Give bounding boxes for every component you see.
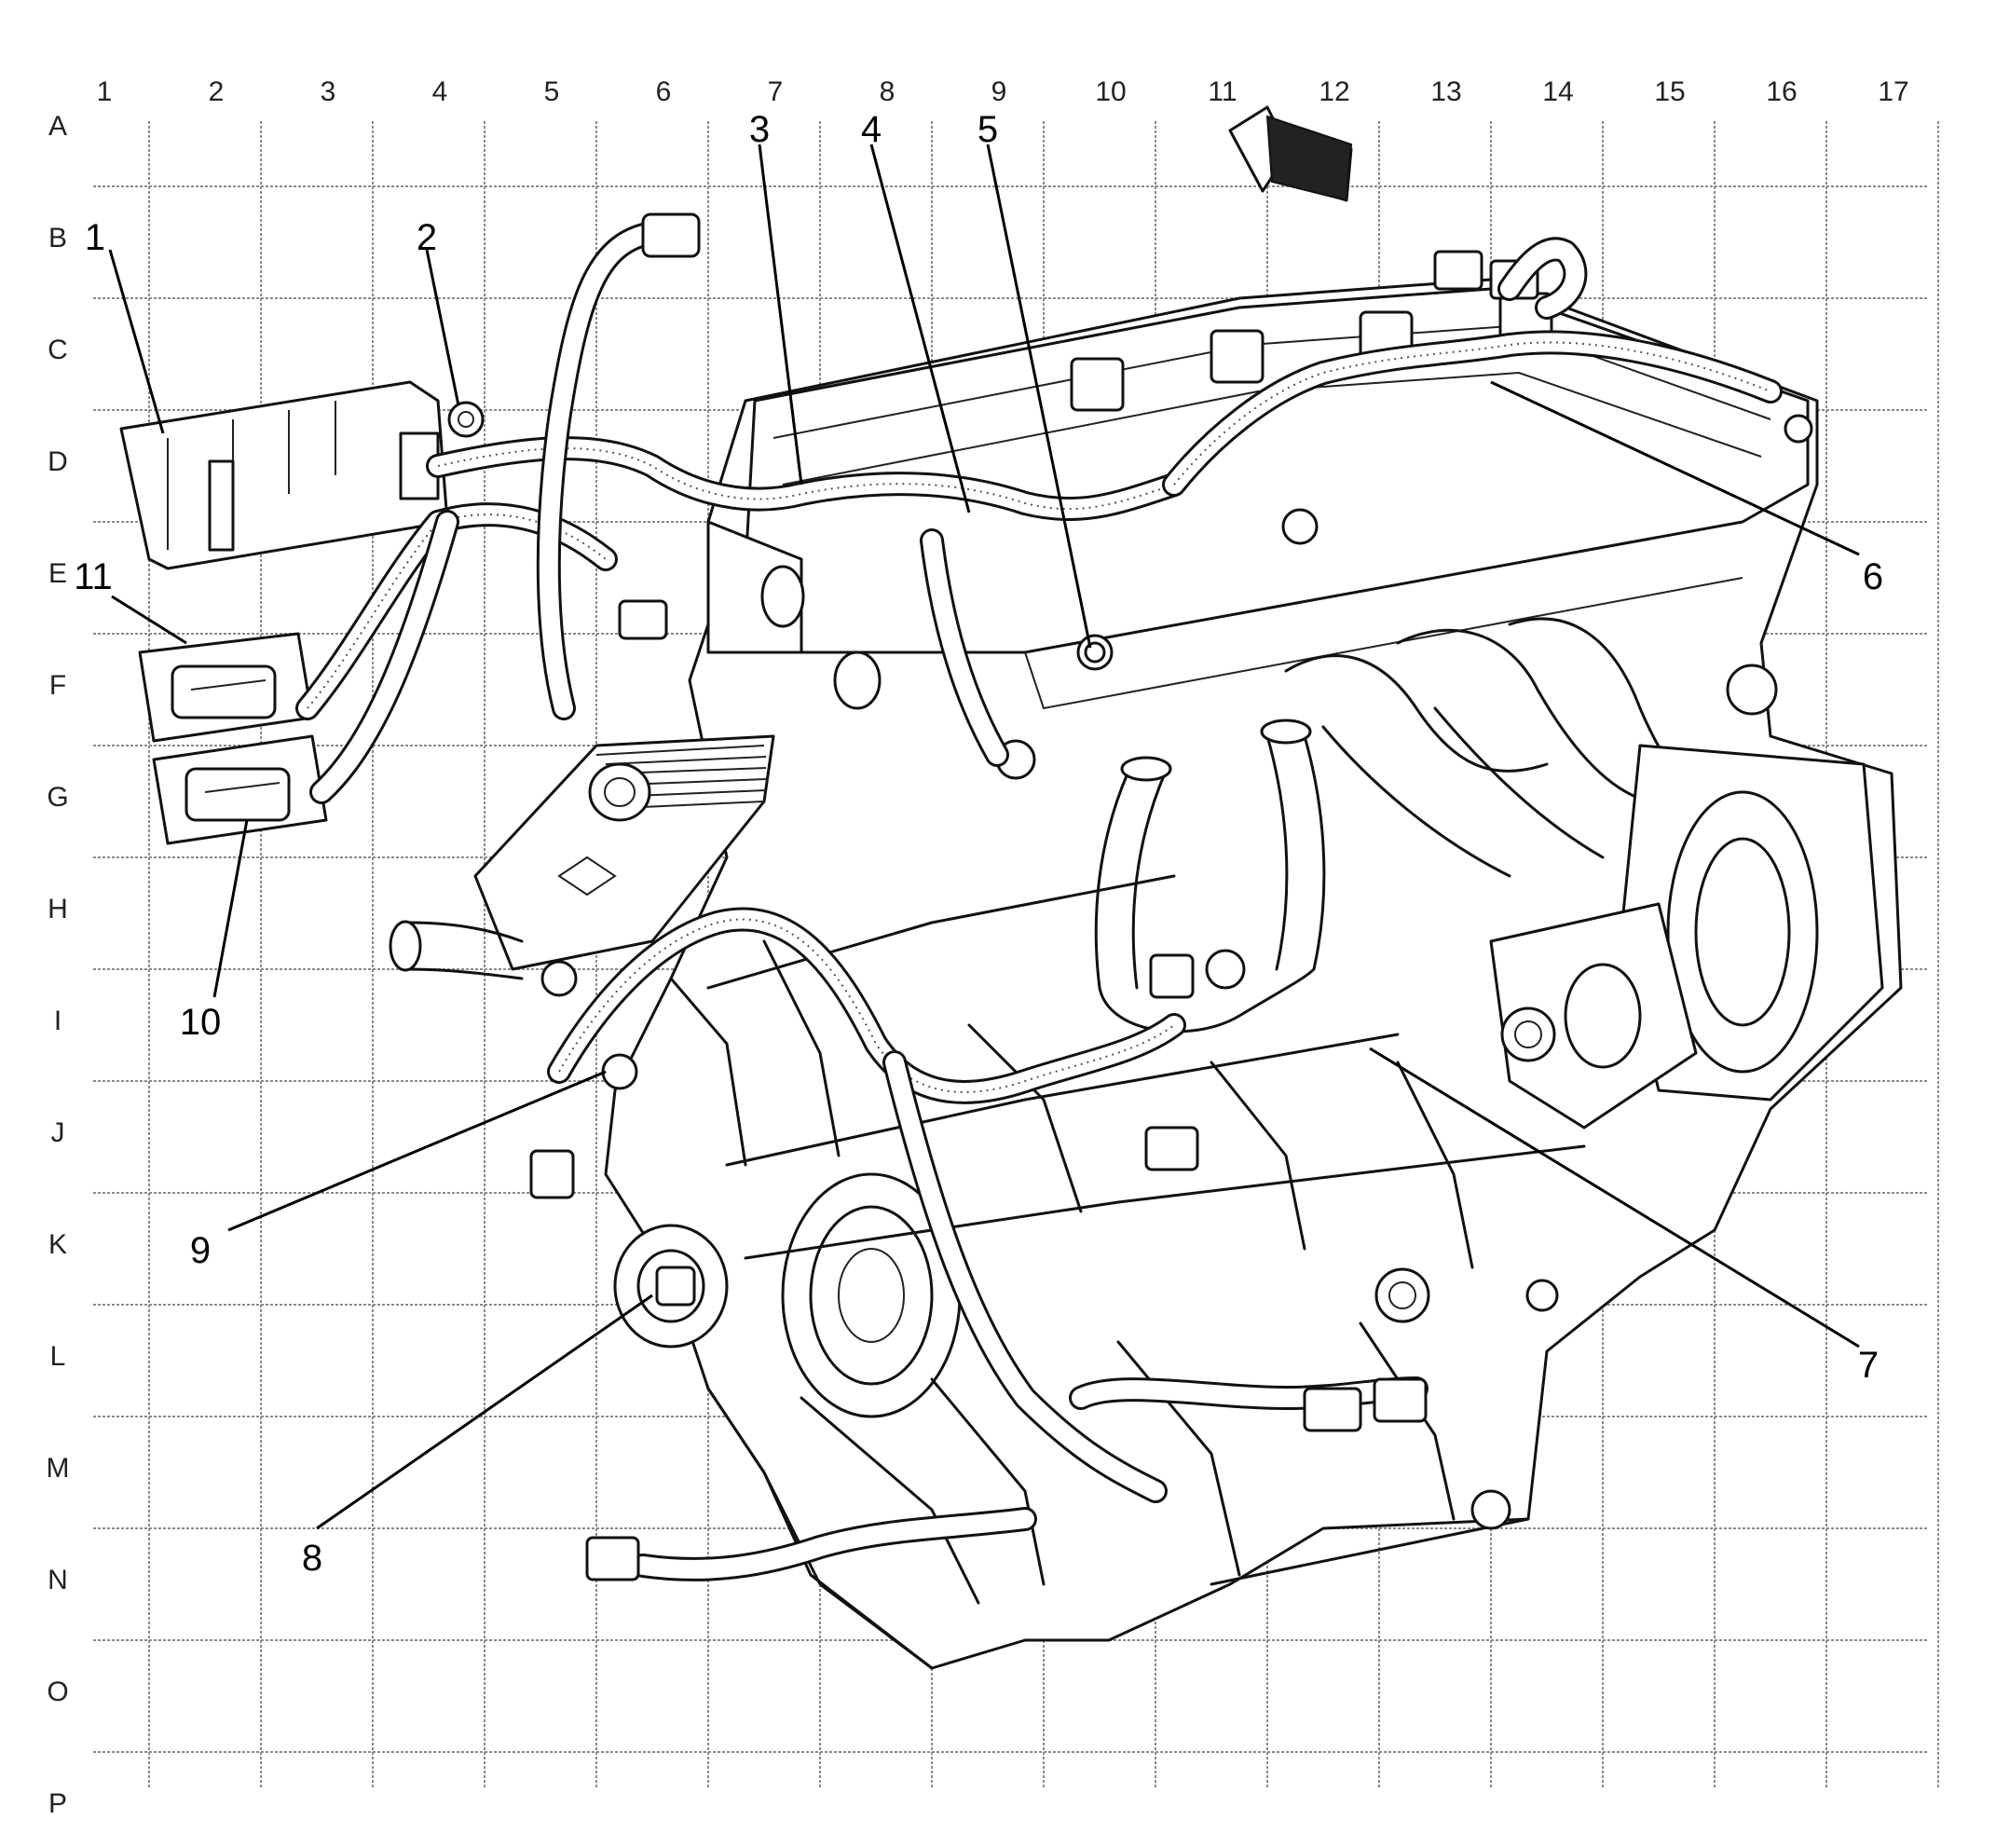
column-label: 9 — [991, 76, 1007, 107]
coolant-pipes — [1094, 719, 1326, 1034]
callout-leaders — [108, 144, 1860, 1530]
callout-10: 10 — [180, 1002, 222, 1043]
column-label: 11 — [1208, 76, 1237, 107]
row-label: E — [48, 558, 67, 589]
callout-6: 6 — [1863, 556, 1883, 597]
oil-pan — [706, 1267, 1559, 1670]
row-label: N — [48, 1565, 68, 1595]
engine-illustration — [389, 250, 1903, 1670]
block-webs — [601, 874, 1586, 1269]
column-label: 4 — [432, 76, 448, 107]
callout-4: 4 — [861, 109, 882, 150]
oil-cooler — [389, 734, 775, 997]
row-label: M — [47, 1453, 70, 1484]
callout-1: 1 — [85, 217, 105, 258]
ecm-connectors — [138, 632, 328, 845]
column-label: 15 — [1654, 76, 1685, 107]
row-label: B — [48, 223, 67, 253]
callout-9: 9 — [190, 1230, 211, 1271]
callout-8: 8 — [302, 1538, 322, 1579]
callout-5: 5 — [977, 109, 998, 150]
column-label: 8 — [880, 76, 895, 107]
row-label: L — [50, 1341, 66, 1372]
row-label: C — [48, 335, 68, 365]
column-label: 3 — [321, 76, 336, 107]
row-label: A — [48, 111, 67, 142]
column-label: 12 — [1319, 76, 1349, 107]
callout-labels: 1 2 3 4 5 6 7 8 9 10 11 — [74, 109, 1883, 1579]
direction-arrow-icon — [1228, 105, 1353, 202]
column-label: 17 — [1878, 76, 1908, 107]
ecm-module — [119, 380, 485, 570]
callout-2: 2 — [417, 217, 437, 258]
row-label: I — [54, 1006, 62, 1036]
column-label: 13 — [1430, 76, 1461, 107]
row-label: D — [48, 446, 68, 477]
column-label: 5 — [544, 76, 560, 107]
exhaust-manifold — [1284, 617, 1726, 878]
column-label: 14 — [1542, 76, 1573, 107]
column-label: 6 — [656, 76, 672, 107]
row-label: P — [48, 1788, 67, 1819]
callout-11: 11 — [74, 556, 113, 597]
row-label: G — [47, 782, 68, 813]
wiring-harness — [295, 221, 1783, 1581]
column-label: 2 — [209, 76, 225, 107]
callout-7: 7 — [1858, 1345, 1879, 1386]
row-labels: A B C D E F G H I J K L M N O P — [47, 111, 70, 1819]
harness-connectors — [529, 212, 1428, 1581]
column-label: 1 — [97, 76, 113, 107]
row-label: O — [47, 1677, 68, 1707]
column-label: 16 — [1766, 76, 1797, 107]
column-label: 10 — [1095, 76, 1126, 107]
row-label: K — [48, 1229, 67, 1260]
callout-3: 3 — [749, 109, 770, 150]
row-label: H — [48, 894, 68, 924]
sensor-lower-left — [613, 1224, 729, 1348]
timing-cover — [1489, 744, 1884, 1129]
column-label: 7 — [768, 76, 784, 107]
row-label: F — [49, 670, 66, 701]
engine-mounts — [706, 414, 1813, 780]
row-label: J — [51, 1117, 65, 1148]
